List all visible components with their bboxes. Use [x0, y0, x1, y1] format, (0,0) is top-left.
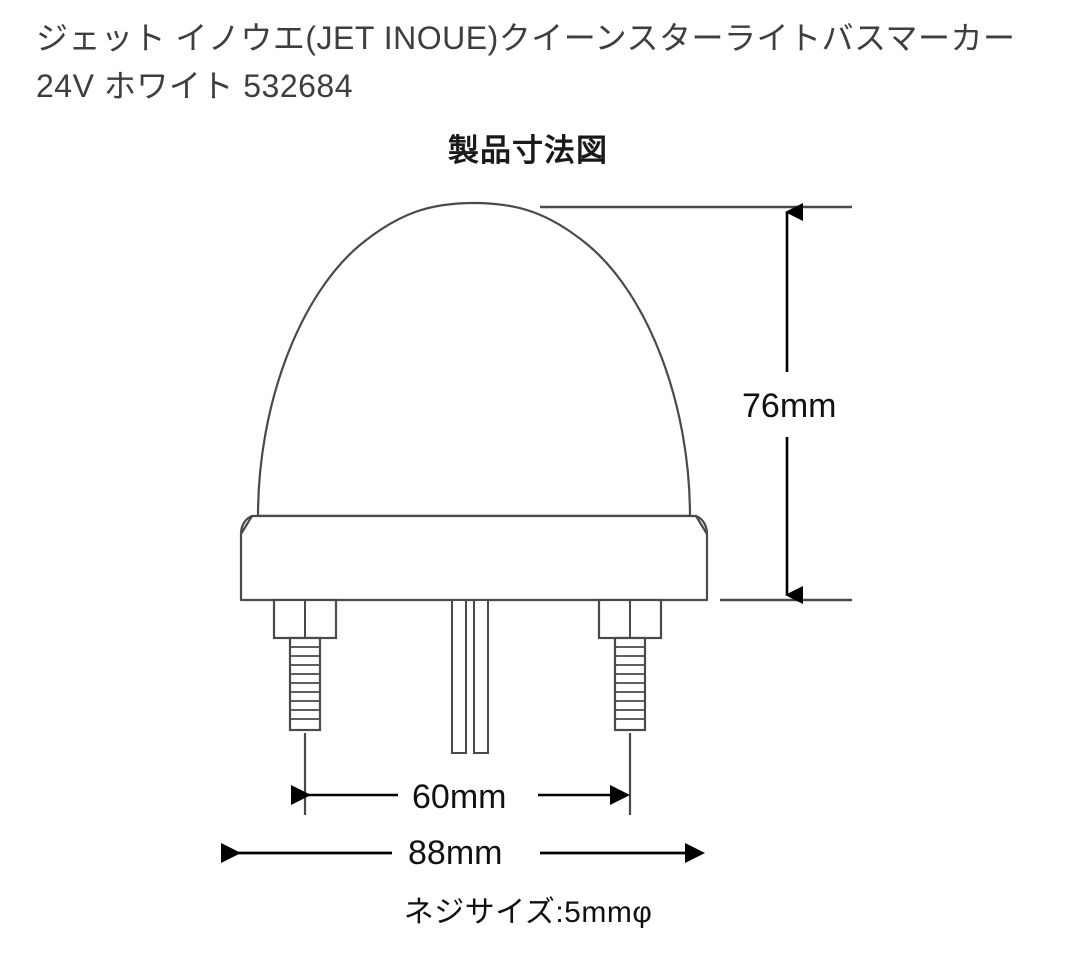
base-chamfer-right: [695, 514, 709, 535]
lamp-assembly: [239, 201, 709, 754]
wire-pair: [451, 599, 489, 754]
stud-threads-right: [615, 646, 645, 720]
dimension-label-stud-spacing: 60mm: [412, 778, 507, 816]
mounting-stud-right: [597, 598, 663, 732]
base-chamfer-left: [239, 514, 253, 535]
dimension-label-base-width: 88mm: [408, 834, 503, 872]
stud-threads-left: [290, 646, 320, 720]
diagram-heading: 製品寸法図: [0, 131, 1080, 171]
mounting-stud-left: [272, 598, 338, 732]
dimension-label-height: 76mm: [742, 387, 837, 425]
base-housing-outline: [239, 514, 709, 602]
page-title: ジェット イノウエ(JET INOUE)クイーンスターライトバスマーカー 24V…: [36, 20, 1025, 104]
screw-size-note-label: ネジサイズ:5mmφ: [403, 896, 653, 929]
diagram-heading-label: 製品寸法図: [448, 133, 608, 168]
stud-shank-left: [288, 636, 322, 732]
wire-left: [451, 599, 467, 754]
lens-dome-outline: [256, 201, 692, 518]
stud-shank-right: [613, 636, 647, 732]
dimension-height: [540, 203, 852, 604]
screw-size-note: ネジサイズ:5mmφ: [0, 893, 1080, 933]
dimension-stud-spacing: [291, 733, 632, 815]
wire-right: [473, 599, 489, 754]
